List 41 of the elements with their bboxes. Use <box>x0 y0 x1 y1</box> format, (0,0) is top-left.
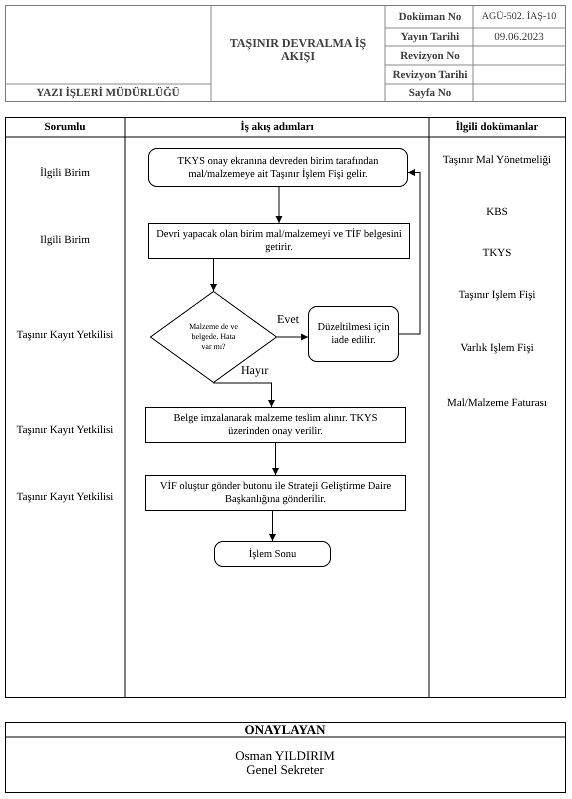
field-label: Doküman No <box>398 10 462 22</box>
responsible-role: Taşınır Kayıt Yetkilisi <box>16 424 114 436</box>
field-value: AGÜ-502. İAŞ-10 <box>482 12 556 22</box>
arrow <box>213 382 275 408</box>
process-box: TKYS onay ekranına devreden birim tarafından mal/malzemeye ait Taşınır İşlem Fişi gelir. <box>148 148 408 187</box>
process-box: VİF oluştur gönder butonu ile Strateji Geliştirme Daire Başkanlığına gönderilir. <box>145 475 406 511</box>
related-document: Varlık Işlem Fişi <box>460 342 534 354</box>
field-label: Revizyon No <box>400 50 460 62</box>
column-header: İlgili dokümanlar <box>456 121 538 133</box>
column-header: İş akış adımları <box>240 121 314 133</box>
field-label: Sayfa No <box>408 86 452 98</box>
responsible-role: Taşınır Kayıt Yetkilisi <box>16 491 114 503</box>
column-header: Sorumlu <box>44 121 86 133</box>
approver-title: Genel Sekreter <box>246 763 324 777</box>
section-header: ONAYLAYAN <box>244 722 326 736</box>
department-name: YAZI İŞLERİ MÜDÜRLÜĞÜ <box>36 86 180 98</box>
responsible-role: İlgili Birim <box>40 167 90 179</box>
process-box: Devri yapacak olan birim mal/malzemeyi ve TİF belgesini getirir. <box>148 223 410 259</box>
approver-name: Osman YILDIRIM <box>235 749 335 763</box>
process-box: Düzeltilmesi için iade edilir. <box>308 306 399 362</box>
related-document: KBS <box>486 206 508 218</box>
arrow <box>398 169 420 334</box>
document-title: TAŞINIR DEVRALMA İŞ AKIŞI <box>228 37 368 63</box>
field-label: Revizyon Tarihi <box>392 68 468 80</box>
process-box: Belge imzalanarak malzeme teslim alınır. TKYS üzerinden onay verilir. <box>145 407 406 443</box>
related-document: Mal/Malzeme Faturası <box>447 397 547 409</box>
arrow <box>269 510 276 542</box>
responsible-role: Ilgili Birim <box>40 234 90 246</box>
edge-label: Evet <box>276 313 300 326</box>
field-value: 09.06.2023 <box>494 31 544 43</box>
edge-label: Hayır <box>240 364 270 377</box>
terminal-box: İşlem Sonu <box>214 541 331 567</box>
arrow <box>210 258 217 292</box>
related-document: Taşınır Mal Yönetmeliği <box>442 154 552 166</box>
arrow <box>276 186 282 224</box>
responsible-role: Taşınır Kayıt Yetkilisi <box>16 329 114 341</box>
arrow <box>276 334 308 340</box>
related-document: Taşınır Işlem Fişi <box>458 289 536 301</box>
arrow <box>272 442 279 476</box>
related-document: TKYS <box>482 247 512 259</box>
field-label: Yayın Tarihi <box>400 31 460 43</box>
